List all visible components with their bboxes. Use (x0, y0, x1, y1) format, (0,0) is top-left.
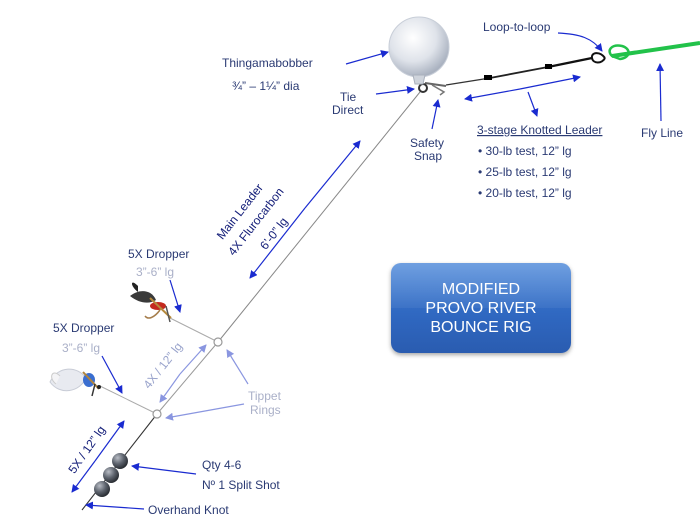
label-dropper-2: 5X Dropper (53, 321, 114, 335)
label-thingamabobber: Thingamabobber (222, 56, 313, 70)
label-split-shot: Nº 1 Split Shot (202, 478, 280, 492)
thingamabobber-indicator (388, 16, 450, 85)
split-shot (94, 453, 128, 497)
knot-2 (484, 75, 492, 80)
rig-title-box: MODIFIED PROVO RIVER BOUNCE RIG (391, 263, 571, 353)
label-leader-title: 3-stage Knotted Leader (477, 123, 602, 137)
annotation-arrows (71, 32, 665, 510)
label-direct: Direct (332, 103, 364, 117)
dropper-line-1 (167, 316, 219, 343)
tippet-ring-1 (213, 337, 223, 347)
label-snap: Snap (414, 149, 442, 163)
title-line-3: BOUNCE RIG (430, 318, 532, 336)
label-tippet-4x: 4X / 12” lg (140, 340, 185, 392)
label-leader-item-3: • 20-lb test, 12” lg (478, 186, 572, 200)
label-rings: Rings (250, 403, 281, 417)
tippet-ring-2 (152, 409, 162, 419)
label-dropper-1-length: 3”-6” lg (136, 265, 174, 279)
label-tie: Tie (340, 90, 357, 104)
label-qty: Qty 4-6 (202, 458, 242, 472)
knot-1 (545, 64, 552, 69)
label-tippet-5x: 5X / 12” lg (65, 423, 108, 476)
label-dropper-2-length: 3”-6” lg (62, 341, 100, 355)
label-leader-item-1: • 30-lb test, 12” lg (478, 144, 572, 158)
dropper-line-2 (99, 385, 158, 415)
label-thingamabobber-dia: ¾” – 1¼” dia (232, 79, 300, 93)
title-line-1: MODIFIED (441, 280, 521, 298)
fly-line (608, 41, 700, 61)
dropper-fly-2-image (49, 368, 101, 397)
label-overhand-knot: Overhand Knot (148, 503, 229, 517)
label-safety: Safety (410, 136, 444, 150)
label-dropper-1: 5X Dropper (128, 247, 189, 261)
dropper-fly-1-image (130, 282, 172, 323)
label-loop-to-loop: Loop-to-loop (483, 20, 551, 34)
knotted-leader (445, 52, 606, 86)
label-leader-item-2: • 25-lb test, 12” lg (478, 165, 572, 179)
label-tippet: Tippet (248, 389, 282, 403)
main-leader-line (81, 91, 421, 511)
safety-snap (418, 82, 447, 96)
label-fly-line: Fly Line (641, 126, 683, 140)
title-line-2: PROVO RIVER (425, 299, 537, 317)
